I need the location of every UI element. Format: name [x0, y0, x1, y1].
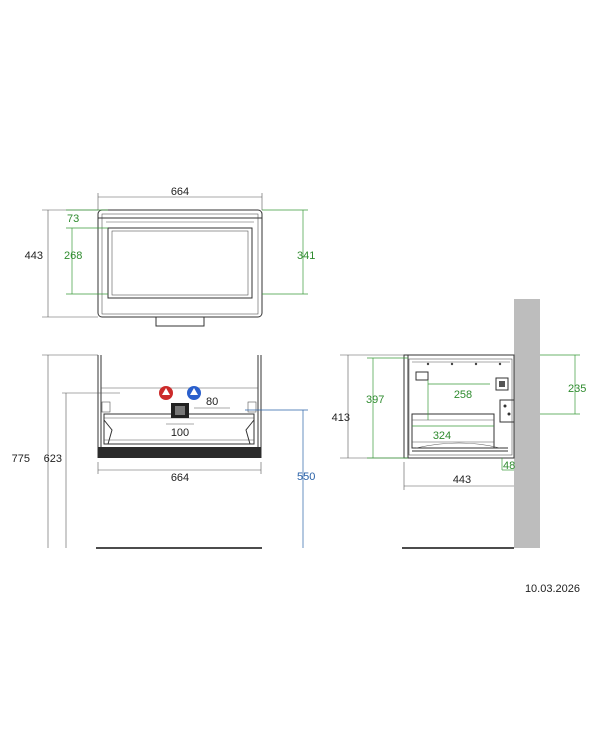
front-height-623-dimension: 623: [44, 453, 62, 465]
top-depth-dimension: 443: [25, 250, 43, 262]
side-height-235-dimension: 235: [568, 383, 586, 395]
side-offset-48-dimension: 48: [503, 460, 515, 472]
front-pipe-offset-dimension: 80: [206, 396, 218, 408]
side-height-397-dimension: 397: [366, 394, 384, 406]
front-pipe-spacing-dimension: 100: [171, 427, 189, 439]
top-front-offset-dimension: 73: [67, 213, 79, 225]
side-drawer-depth-dimension: 324: [433, 430, 451, 442]
side-height-413-dimension: 413: [332, 412, 350, 424]
top-width-dimension: 664: [171, 186, 189, 198]
front-width-dimension: 664: [171, 472, 189, 484]
side-view: 413 397 258 324 235 48 443: [332, 299, 586, 549]
front-height-550-dimension: 550: [297, 471, 315, 483]
side-depth-dimension: 443: [453, 474, 471, 486]
front-total-height-dimension: 775: [12, 453, 30, 465]
top-view: 664 443 73 268 341: [25, 186, 315, 327]
top-side-depth-dimension: 341: [297, 250, 315, 262]
top-inner-depth-dimension: 268: [64, 250, 82, 262]
side-depth-258-dimension: 258: [454, 389, 472, 401]
drawing-date: 10.03.2026: [524, 583, 580, 595]
front-view: 80 100 664 775 623 550: [12, 354, 315, 549]
wall: [514, 299, 540, 548]
